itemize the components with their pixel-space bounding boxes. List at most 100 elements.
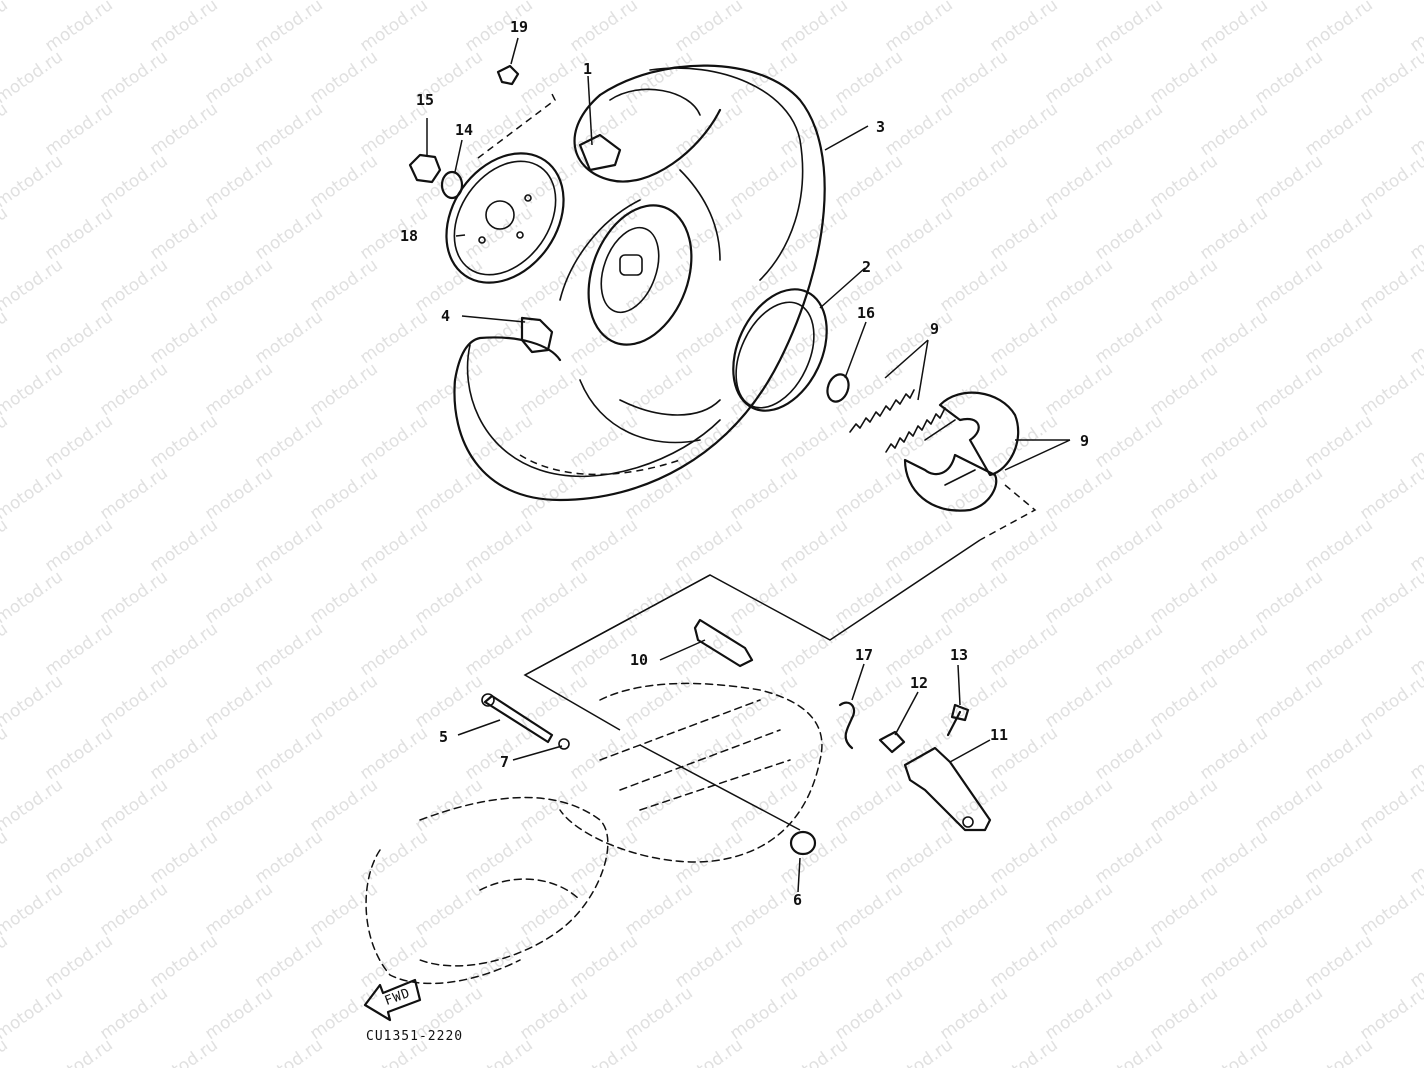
callout-4[interactable]: 4 [441,307,450,325]
watermark-text: motod.ru [776,619,851,680]
watermark-text: motod.ru [1146,671,1221,732]
watermark-text: motod.ru [671,1035,746,1068]
watermark-text: motod.ru [0,567,67,628]
watermark-text: motod.ru [251,723,326,784]
axle-nut[interactable] [408,153,442,184]
axle-collar[interactable] [789,830,817,856]
watermark-text: motod.ru [671,827,746,888]
callout-19[interactable]: 19 [510,18,528,36]
watermark-text: motod.ru [41,307,116,368]
watermark-text: motod.ru [411,463,486,524]
watermark-text: motod.ru [1146,359,1221,420]
watermark-text: motod.ru [0,411,12,472]
callout-2[interactable]: 2 [862,258,871,276]
watermark-text: motod.ru [0,0,12,56]
watermark-text: motod.ru [566,1035,641,1068]
o-ring[interactable] [558,738,570,750]
callout-6[interactable]: 6 [793,891,802,909]
transmission-case-outline [365,682,823,985]
watermark-text: motod.ru [1251,151,1326,212]
watermark-text: motod.ru [201,359,276,420]
callout-14[interactable]: 14 [455,121,473,139]
brake-shoes[interactable] [903,391,1020,512]
watermark-text: motod.ru [0,827,12,888]
watermark-text: motod.ru [1406,0,1424,56]
watermark-text: motod.ru [1091,307,1166,368]
watermark-text: motod.ru [96,879,171,940]
brake-camshaft[interactable] [693,618,754,668]
watermark-text: motod.ru [0,255,67,316]
callout-11[interactable]: 11 [990,726,1008,744]
callout-16[interactable]: 16 [857,304,875,322]
watermark-text: motod.ru [1356,567,1424,628]
callout-3[interactable]: 3 [876,118,885,136]
watermark-text: motod.ru [516,775,591,836]
watermark-text: motod.ru [1196,307,1271,368]
watermark-text: motod.ru [986,931,1061,992]
watermark-text: motod.ru [146,411,221,472]
spacer-collar[interactable] [824,371,852,404]
watermark-text: motod.ru [251,1035,326,1068]
rear-wheel[interactable] [453,64,826,502]
watermark-text: motod.ru [566,723,641,784]
callout-17[interactable]: 17 [855,646,873,664]
watermark-text: motod.ru [831,567,906,628]
watermark-text: motod.ru [1356,47,1424,108]
watermark-text: motod.ru [1196,827,1271,888]
watermark-text: motod.ru [96,151,171,212]
watermark-text: motod.ru [1356,879,1424,940]
watermark-text: motod.ru [776,723,851,784]
watermark-text: motod.ru [1146,151,1221,212]
brake-spring-b[interactable] [885,407,946,453]
watermark-text: motod.ru [0,1035,12,1068]
rear-axle[interactable] [481,693,554,744]
cam-washer[interactable] [878,730,906,754]
washer[interactable] [440,170,464,200]
watermark-text: motod.ru [1091,1035,1166,1068]
watermark-text: motod.ru [1196,619,1271,680]
brake-cam-bolt[interactable] [520,316,554,354]
watermark-text: motod.ru [986,827,1061,888]
callout-10[interactable]: 10 [630,651,648,669]
watermark-text: motod.ru [1196,723,1271,784]
watermark-text: motod.ru [1301,619,1376,680]
watermark-text: motod.ru [1196,1035,1271,1068]
watermark-text: motod.ru [41,827,116,888]
hub-bolt[interactable] [496,64,520,86]
lever-bolt[interactable] [946,703,970,737]
watermark-text: motod.ru [1196,515,1271,576]
callout-1[interactable]: 1 [583,60,592,78]
watermark-text: motod.ru [356,307,431,368]
watermark-text: motod.ru [936,255,1011,316]
callout-13[interactable]: 13 [950,646,968,664]
watermark-text: motod.ru [1091,515,1166,576]
callout-9a[interactable]: 9 [930,320,939,338]
callout-9b[interactable]: 9 [1080,432,1089,450]
brake-cam-lever[interactable] [903,746,992,832]
watermark-text: motod.ru [831,775,906,836]
watermark-text: motod.ru [146,203,221,264]
indicator-plate[interactable] [838,701,856,750]
watermark-text: motod.ru [201,151,276,212]
watermark-text: motod.ru [881,515,956,576]
tire-valve[interactable] [578,133,622,172]
watermark-text: motod.ru [201,775,276,836]
watermark-text: motod.ru [1251,47,1326,108]
watermark-text: motod.ru [516,359,591,420]
watermark-text: motod.ru [986,411,1061,472]
watermark-text: motod.ru [41,411,116,472]
watermark-text: motod.ru [566,619,641,680]
watermark-text: motod.ru [1301,723,1376,784]
callout-15[interactable]: 15 [416,91,434,109]
brake-spring-a[interactable] [849,389,915,433]
watermark-text: motod.ru [146,619,221,680]
callout-7[interactable]: 7 [500,753,509,771]
callout-5[interactable]: 5 [439,728,448,746]
bearing-ring[interactable] [715,274,845,426]
watermark-text: motod.ru [1356,671,1424,732]
watermark-text: motod.ru [1041,983,1116,1044]
callout-18[interactable]: 18 [400,227,418,245]
watermark-text: motod.ru [936,775,1011,836]
callout-12[interactable]: 12 [910,674,928,692]
